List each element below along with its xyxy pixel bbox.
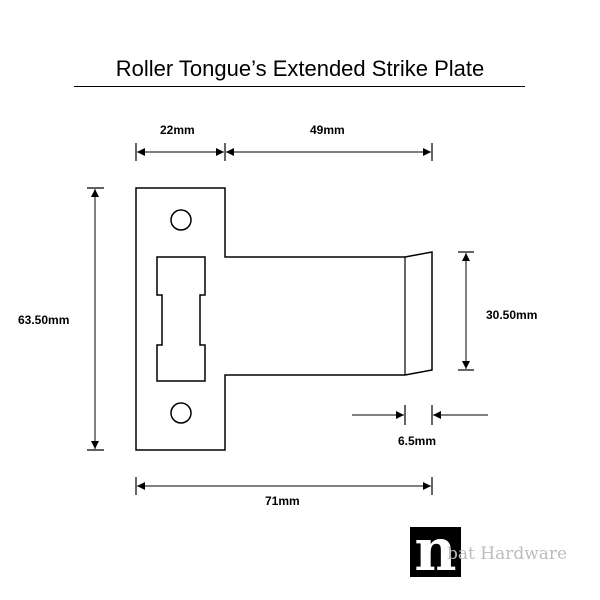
strike-plate-outline xyxy=(135,187,433,451)
dim-label-lip: 6.5mm xyxy=(398,434,437,448)
title-underline xyxy=(74,86,525,87)
screw-hole-top xyxy=(170,209,192,231)
dim-label-overall-width: 71mm xyxy=(265,494,300,508)
logo-text: bat Hardware xyxy=(447,544,568,564)
roller-aperture xyxy=(156,256,206,382)
dim-label-height: 63.50mm xyxy=(18,313,70,327)
diagram-title: Roller Tongue’s Extended Strike Plate xyxy=(115,56,485,81)
dim-label-tongue-height: 30.50mm xyxy=(486,308,538,322)
logo-mark-icon: n xyxy=(410,527,461,577)
dim-label-tongue-length: 49mm xyxy=(310,123,345,137)
screw-hole-bottom xyxy=(170,402,192,424)
brand-logo: n bat Hardware xyxy=(410,527,570,577)
dim-label-plate-width: 22mm xyxy=(160,123,195,137)
